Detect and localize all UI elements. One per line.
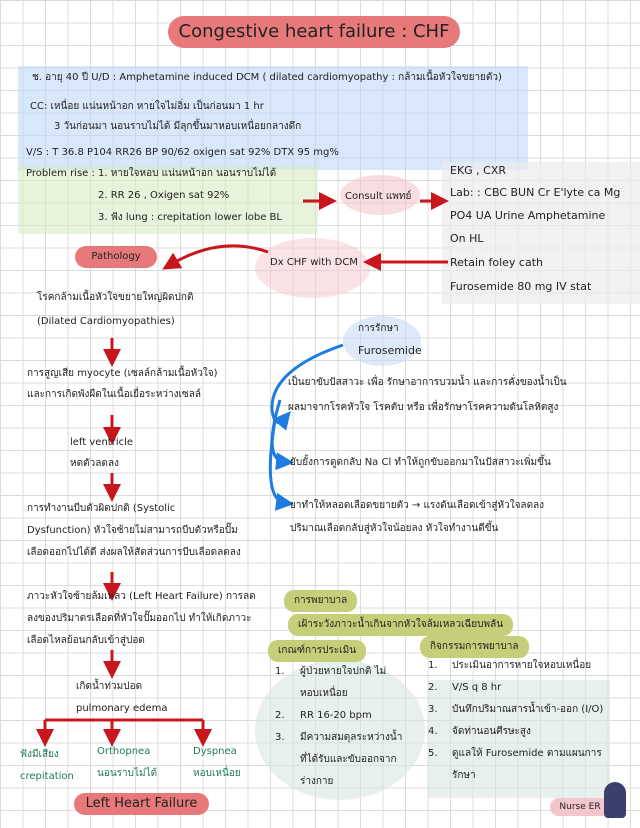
- treatment-drug: Furosemide: [358, 344, 422, 357]
- page-title: Congestive heart failure : CHF: [168, 16, 460, 48]
- pathology-step: และการเกิดพังผืดในเนื้อเยื่อระหว่างเซลล์: [27, 389, 201, 400]
- treatment-effect: ยาทำให้หลอดเลือดขยายตัว → แรงดันเลือดเข้…: [290, 500, 545, 511]
- problem-item: 2. RR 26 , Oxigen sat 92%: [98, 190, 230, 201]
- criteria-bg: [255, 660, 425, 800]
- criteria-item: RR 16-20 bpm: [300, 710, 372, 721]
- criteria-number: 2.: [275, 710, 285, 721]
- activity-item: V/S q 8 hr: [452, 682, 502, 693]
- pathology-step: หดตัวลดลง: [70, 458, 119, 469]
- criteria-item-cont: ร่างกาย: [300, 776, 334, 787]
- pathology-step: การทำงานบีบตัวผิดปกติ (Systolic: [27, 503, 176, 514]
- arrow-to-pathology: [162, 244, 269, 270]
- treatment-label: การรักษา: [358, 323, 399, 334]
- treatment-effect: ปริมาณเลือดกลับสู่หัวใจน้อยลง หัวใจทำงาน…: [290, 523, 499, 534]
- symptom-crepitation-sub: crepitation: [20, 771, 74, 782]
- activity-number: 5.: [428, 748, 438, 759]
- problem-label: Problem rise :: [26, 168, 95, 179]
- order-item: Lab: : CBC BUN Cr E'lyte ca Mg: [450, 186, 621, 199]
- pathology-step: เลือดไหลย้อนกลับเข้าสู่ปอด: [27, 635, 145, 646]
- nursing-label: การพยาบาล: [284, 590, 358, 612]
- order-item: On HL: [450, 232, 484, 245]
- symptom-orthopnea: Orthopnea: [97, 746, 151, 757]
- pathology-step: left ventricle: [70, 437, 134, 448]
- criteria-number: 3.: [275, 732, 285, 743]
- treatment-bubble: [343, 316, 421, 366]
- problem-item: 3. ฟัง lung : crepitation lower lobe BL: [98, 212, 282, 223]
- order-item: Retain foley cath: [450, 256, 544, 269]
- pathology-step: การสูญเสีย myocyte (เซลล์กล้ามเนื้อหัวใจ…: [27, 368, 218, 379]
- problem-bg: [18, 166, 318, 234]
- nurse-avatar-icon: [604, 782, 626, 818]
- nurse-er-badge: Nurse ER: [550, 798, 610, 816]
- symptom-crepitation: ฟังมีเสียง: [20, 749, 59, 760]
- activity-number: 3.: [428, 704, 438, 715]
- arrow-effect-1: [270, 343, 344, 431]
- activity-number: 2.: [428, 682, 438, 693]
- arrow-effect-3: [268, 419, 294, 511]
- symptom-dyspnea: Dyspnea: [193, 746, 237, 757]
- pathology-label: Pathology: [75, 246, 157, 268]
- pathology-step: เลือดออกไปได้ดี ส่งผลให้สัดส่วนการบีบเลื…: [27, 547, 241, 558]
- symptom-dyspnea-sub: หอบเหนื่อย: [193, 768, 241, 779]
- activity-item-cont: รักษา: [452, 770, 476, 781]
- left-heart-failure-label: Left Heart Failure: [74, 793, 209, 815]
- pathology-step: ภาวะหัวใจซ้ายล้มเหลว (Left Heart Failure…: [27, 591, 256, 602]
- nursing-goal: เฝ้าระวังภาวะน้ำเกินจากหัวใจล้มเหลวเฉียบ…: [288, 614, 514, 636]
- diagnosis: Dx CHF with DCM: [270, 257, 358, 268]
- treatment-effect: ยับยั้งการดูดกลับ Na Cl ทำให้ถูกขับออกมา…: [290, 457, 551, 468]
- consult-label: Consult แพทย์: [345, 191, 412, 202]
- chief-complaint-1: CC: เหนื่อย แน่นหน้าอก หายใจไม่อิ่ม เป็น…: [30, 101, 264, 112]
- criteria-item-cont: ที่ได้รับและขับออกจาก: [300, 754, 397, 765]
- criteria-number: 1.: [275, 666, 285, 677]
- orders-bg: [442, 162, 640, 304]
- symptom-orthopnea-sub: นอนราบไม่ได้: [97, 768, 158, 779]
- patient-info-bg: [18, 66, 528, 170]
- pathology-step: เกิดน้ำท่วมปอด: [76, 681, 143, 692]
- chief-complaint-2: 3 วันก่อนมา นอนราบไม่ได้ มีลุกขึ้นมาหอบเ…: [54, 121, 302, 132]
- dx-bubble: [255, 238, 370, 298]
- treatment-effect: ผลมาจากโรคหัวใจ โรคตับ หรือ เพื่อรักษาโร…: [288, 402, 559, 413]
- activity-number: 4.: [428, 726, 438, 737]
- criteria-item: ผู้ป่วยหายใจปกติ ไม่: [300, 666, 387, 677]
- pathology-step: โรคกล้ามเนื้อหัวใจขยายใหญ่ผิดปกติ: [37, 292, 194, 303]
- activity-item: ดูแลให้ Furosemide ตามแผนการ: [452, 748, 602, 759]
- criteria-label: เกณฑ์การประเมิน: [268, 640, 367, 662]
- activities-label: กิจกรรมการพยาบาล: [420, 636, 529, 658]
- patient-line: ช. อายุ 40 ปี U/D : Amphetamine induced …: [32, 72, 502, 83]
- order-item: EKG , CXR: [450, 164, 507, 177]
- vital-signs: V/S : T 36.8 P104 RR26 BP 90/62 oxigen s…: [26, 147, 339, 158]
- consult-bubble: [340, 175, 420, 215]
- order-item: PO4 UA Urine Amphetamine: [450, 209, 606, 222]
- activity-item: จัดท่านอนศีรษะสูง: [452, 726, 531, 737]
- pathology-step: Dysfunction) หัวใจซ้ายไม่สามารถบีบตัวหรื…: [27, 525, 238, 536]
- pathology-step: ลงของปริมาตรเลือดที่หัวใจปั๊มออกไป ทำให้…: [27, 613, 252, 624]
- activity-number: 1.: [428, 660, 438, 671]
- order-item: Furosemide 80 mg IV stat: [450, 280, 592, 293]
- activities-bg: [428, 680, 610, 798]
- criteria-item-cont: หอบเหนื่อย: [300, 688, 348, 699]
- activity-item: ประเมินอาการหายใจหอบเหนื่อย: [452, 660, 592, 671]
- treatment-effect: เป็นยาขับปัสสาวะ เพื่อ รักษาอาการบวมน้ำ …: [288, 377, 567, 388]
- activity-item: บันทึกปริมาณสารน้ำเข้า-ออก (I/O): [452, 704, 604, 715]
- pathology-step: (Dilated Cardiomyopathies): [37, 316, 175, 327]
- pathology-step: pulmonary edema: [76, 703, 168, 714]
- problem-item: 1. หายใจหอบ แน่นหน้าอก นอนราบไม่ได้: [98, 168, 277, 179]
- criteria-item: มีความสมดุลระหว่างน้ำ: [300, 732, 403, 743]
